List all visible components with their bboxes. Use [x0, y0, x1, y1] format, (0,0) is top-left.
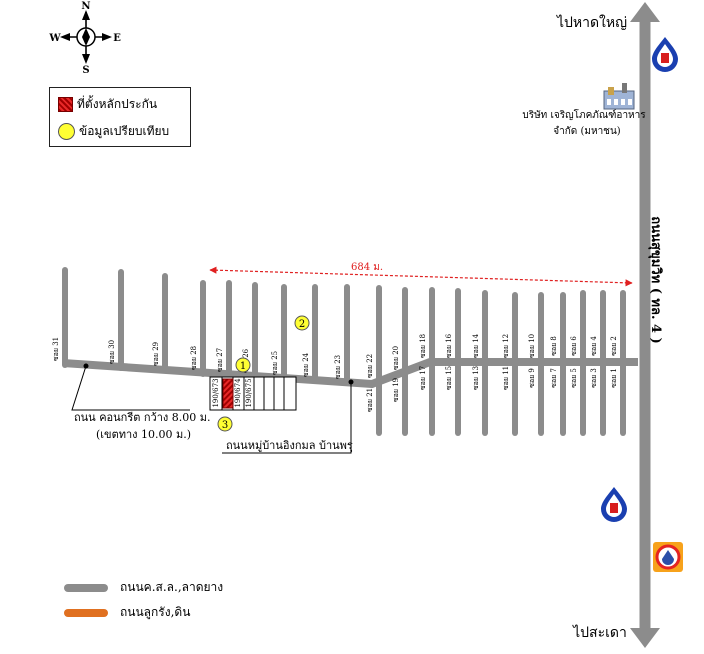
soi-label: ซอย 15: [445, 366, 453, 390]
leader-line: [71, 365, 190, 411]
parcel-label: 190/674: [234, 378, 242, 408]
soi-label: ซอย 6: [570, 336, 578, 356]
soi-label: ซอย 17: [419, 366, 427, 390]
dirt-road-swatch: [64, 608, 108, 617]
compass-north-label: N: [81, 1, 90, 12]
soi-label: ซอย 31: [52, 337, 60, 361]
company-name-line1: บริษัท เจริญโภคภัณฑ์อาหาร: [522, 108, 646, 121]
company-name-line2: จำกัด (มหาชน): [553, 126, 621, 137]
soi-label: ซอย 16: [445, 333, 453, 358]
road-legend-dirt: ถนนลูกรัง,ดิน: [64, 603, 190, 622]
collateral-parcel: [222, 378, 234, 409]
soi-label: ซอย 7: [550, 368, 558, 388]
highway-label: ถนนสุขุมวิท ( ทล. 4 ): [648, 216, 663, 343]
comparison-marker: 3: [217, 416, 233, 432]
gas-station-icon: [601, 487, 627, 522]
gas-station-icon: [652, 37, 678, 72]
soi-label: ซอย 28: [190, 346, 198, 370]
soi-label: ซอย 30: [108, 340, 116, 364]
soi-label: ซอย 29: [152, 342, 160, 366]
compass-east-label: E: [113, 33, 121, 44]
compass-rose-icon: N S W E: [48, 1, 121, 76]
legend-item-comparison: ข้อมูลเปรียบเทียบ: [58, 123, 169, 140]
compass-west-label: W: [48, 33, 61, 44]
south-destination: ไปสะเดา: [572, 624, 627, 641]
soi-label: ซอย 23: [334, 355, 342, 379]
soi-label: ซอย 1: [610, 368, 618, 388]
legend-item-collateral: ที่ตั้งหลักประกัน: [58, 97, 157, 112]
main-road-label-line2: (เขตทาง 10.00 ม.): [96, 428, 191, 441]
petrol-brand-icon: [653, 542, 683, 572]
soi-label: ซอย 18: [419, 334, 427, 358]
yellow-circle-icon: [58, 123, 75, 140]
soi-label: ซอย 14: [472, 333, 480, 358]
soi-label: ซอย 21: [366, 388, 374, 412]
soi-label: ซอย 27: [216, 348, 224, 372]
leader-line: [222, 382, 352, 454]
soi-label: ซอย 9: [528, 368, 536, 388]
soi-label: ซอย 5: [570, 368, 578, 388]
highway-road: ถนนสุขุมวิท ( ทล. 4 ): [630, 2, 663, 648]
soi-label: ซอย 24: [302, 352, 310, 377]
soi-label: ซอย 3: [590, 368, 598, 388]
soi-label: ซอย 20: [392, 346, 400, 370]
soi-label: ซอย 13: [472, 366, 480, 390]
soi-label: ซอย 19: [392, 378, 400, 402]
distance-line: [209, 266, 633, 287]
soi-label: ซอย 4: [590, 336, 598, 356]
north-destination: ไปหาดใหญ่: [556, 14, 627, 31]
marker-number: 2: [299, 319, 305, 330]
road-legend-paved: ถนนค.ส.ล.,ลาดยาง: [64, 578, 223, 597]
main-road-label-line1: ถนน คอนกรีต กว้าง 8.00 ม.: [74, 411, 211, 424]
comparison-marker: 1: [235, 357, 251, 373]
red-square-icon: [58, 97, 73, 112]
marker-number: 1: [240, 361, 246, 372]
soi-label: ซอย 12: [502, 334, 510, 358]
side-lanes: [62, 267, 626, 436]
compass-south-label: S: [82, 65, 89, 76]
legend-box: ที่ตั้งหลักประกัน ข้อมูลเปรียบเทียบ: [49, 87, 191, 147]
soi-label: ซอย 22: [366, 354, 374, 378]
soi-label: ซอย 11: [502, 366, 510, 390]
distance-label: 684 ม.: [351, 262, 383, 273]
main-road: [62, 358, 638, 388]
parcel-label: 190/675: [245, 378, 253, 407]
soi-label: ซอย 25: [271, 351, 279, 375]
factory-icon: [603, 83, 635, 110]
soi-label: ซอย 2: [610, 336, 618, 356]
paved-road-swatch: [64, 583, 108, 592]
soi-label: ซอย 8: [550, 336, 558, 356]
parcel-label: 190/673: [212, 378, 220, 407]
soi-label: ซอย 10: [528, 334, 536, 358]
village-road-label: ถนนหมู่บ้านอิงกมล บ้านพรุ: [226, 439, 353, 452]
comparison-marker: 2: [294, 315, 310, 331]
marker-number: 3: [222, 420, 228, 431]
